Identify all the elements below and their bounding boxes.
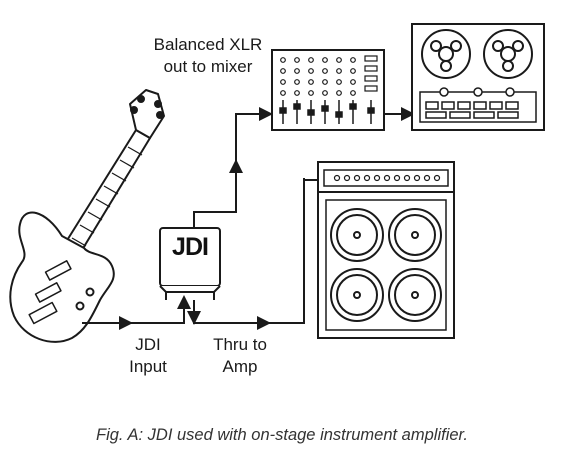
cable-jdi-to-mixer [193, 113, 274, 228]
amp-head [317, 161, 455, 193]
tape-reel-right [483, 29, 533, 79]
tape-reel-left [421, 29, 471, 79]
guitar-body [9, 211, 115, 343]
label-jdi-input: JDI Input [118, 334, 178, 378]
guitar-pickups [28, 260, 72, 325]
label-jdi-input-line2: Input [129, 357, 167, 376]
cables [82, 107, 415, 330]
jdi-box-label: JDI [172, 233, 209, 261]
figure-caption: Fig. A: JDI used with on-stage instrumen… [96, 426, 469, 444]
guitar-headstock [129, 89, 165, 139]
label-balanced-xlr-line2: out to mixer [163, 57, 253, 76]
label-thru-to-amp-line1: Thru to [213, 335, 267, 354]
label-thru-to-amp: Thru to Amp [200, 334, 280, 378]
label-thru-to-amp-line2: Amp [222, 357, 258, 376]
speaker-cabinet [317, 191, 455, 339]
label-balanced-xlr-line1: Balanced XLR [153, 35, 263, 54]
label-jdi-input-line1: JDI [135, 335, 161, 354]
label-balanced-xlr: Balanced XLR out to mixer [138, 34, 278, 78]
mixer [271, 49, 385, 131]
guitar-neck [65, 129, 151, 251]
bass-guitar [9, 89, 165, 343]
bass-amplifier [317, 161, 455, 339]
jdi-direct-box [159, 227, 221, 300]
recorder-transport [419, 87, 537, 123]
guitar-knobs [75, 287, 95, 311]
speaker-cones [330, 208, 442, 322]
mixer-faders [279, 100, 375, 124]
mixer-knobs [280, 55, 378, 96]
reel-to-reel-recorder [411, 23, 545, 131]
